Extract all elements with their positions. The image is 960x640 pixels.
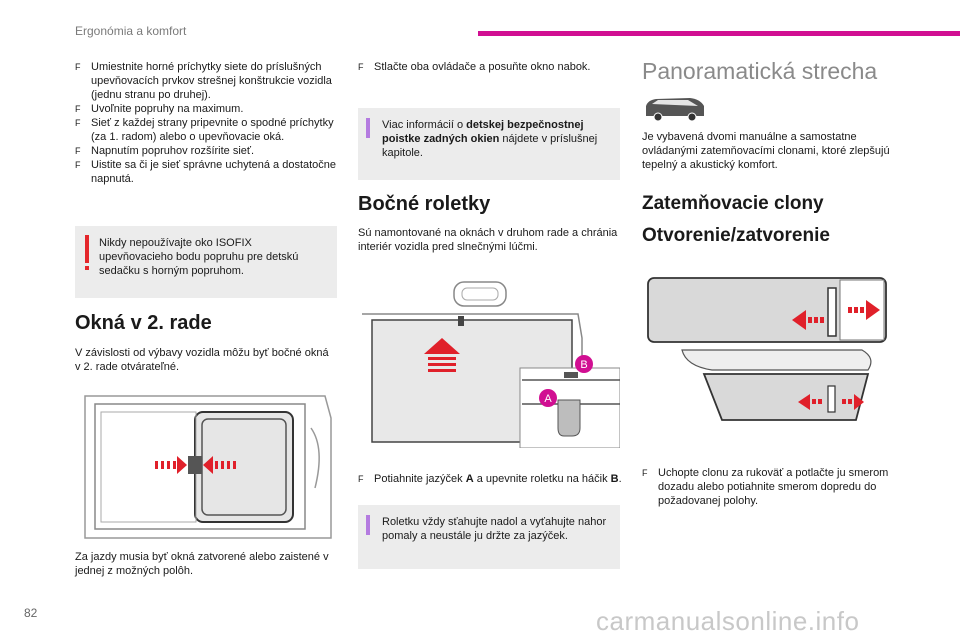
warning-icon	[84, 235, 89, 271]
panoramic-paragraph: Je vybavená dvomi manuálne a samostatne …	[642, 131, 890, 171]
info-icon	[366, 515, 370, 535]
bullet-marker: F	[642, 468, 648, 478]
heading-side-blinds: Bočné roletky	[358, 193, 491, 215]
info-text: Viac informácií o detskej bezpečnostnej …	[382, 119, 598, 159]
windows-paragraph: V závislosti od výbavy vozidla môžu byť …	[75, 347, 329, 373]
bullet-marker: F	[75, 146, 81, 156]
arrow-left-icon	[798, 394, 822, 410]
side-blinds-paragraph: Sú namontované na oknách v druhom rade a…	[358, 227, 618, 253]
vehicle-icon	[646, 98, 704, 122]
label-a-badge	[539, 389, 557, 407]
label-b-badge	[575, 355, 593, 373]
info-icon	[366, 118, 370, 138]
heading-windows-row2: Okná v 2. rade	[75, 312, 212, 334]
bullet-marker: F	[75, 104, 81, 114]
page-number: 82	[24, 606, 38, 620]
info-note-child-lock: Viac informácií o detskej bezpečnostnej …	[358, 108, 620, 180]
bullet-marker: F	[75, 62, 81, 72]
arrow-up-icon	[424, 338, 460, 372]
bullet-marker: F	[358, 62, 364, 72]
warning-text: Nikdy nepoužívajte oko ISOFIX upevňovaci…	[99, 237, 299, 277]
bullet-marker: F	[358, 474, 364, 484]
arrow-right-icon	[842, 394, 864, 410]
arrow-right-icon	[848, 300, 880, 320]
info-text: Roletku vždy sťahujte nadol a vyťahujte …	[382, 516, 607, 542]
roof-sunshade-illustration	[647, 277, 887, 421]
arrow-left-icon	[155, 456, 187, 474]
bullet-marker: F	[75, 160, 81, 170]
windows-footer-text: Za jazdy musia byť okná zatvorené alebo …	[75, 551, 329, 577]
bullet-marker: F	[75, 118, 81, 128]
section-title: Ergonómia a komfort	[75, 24, 187, 38]
label-b: B	[580, 359, 587, 371]
watermark: carmanualsonline.info	[596, 606, 860, 636]
heading-panoramic-roof: Panoramatická strecha	[642, 58, 878, 84]
info-note-blind-handling: Roletku vždy sťahujte nadol a vyťahujte …	[358, 505, 620, 569]
label-a: A	[544, 393, 552, 405]
section-accent-bar	[478, 31, 960, 36]
sliding-window-illustration	[84, 395, 332, 539]
heading-sunshades: Zatemňovacie clony	[642, 193, 824, 214]
warning-note: Nikdy nepoužívajte oko ISOFIX upevňovaci…	[75, 226, 337, 298]
heading-open-close: Otvorenie/zatvorenie	[642, 225, 830, 246]
side-blind-illustration: B A	[362, 281, 620, 448]
arrow-left-icon	[792, 310, 824, 330]
arrow-right-icon	[203, 456, 236, 474]
